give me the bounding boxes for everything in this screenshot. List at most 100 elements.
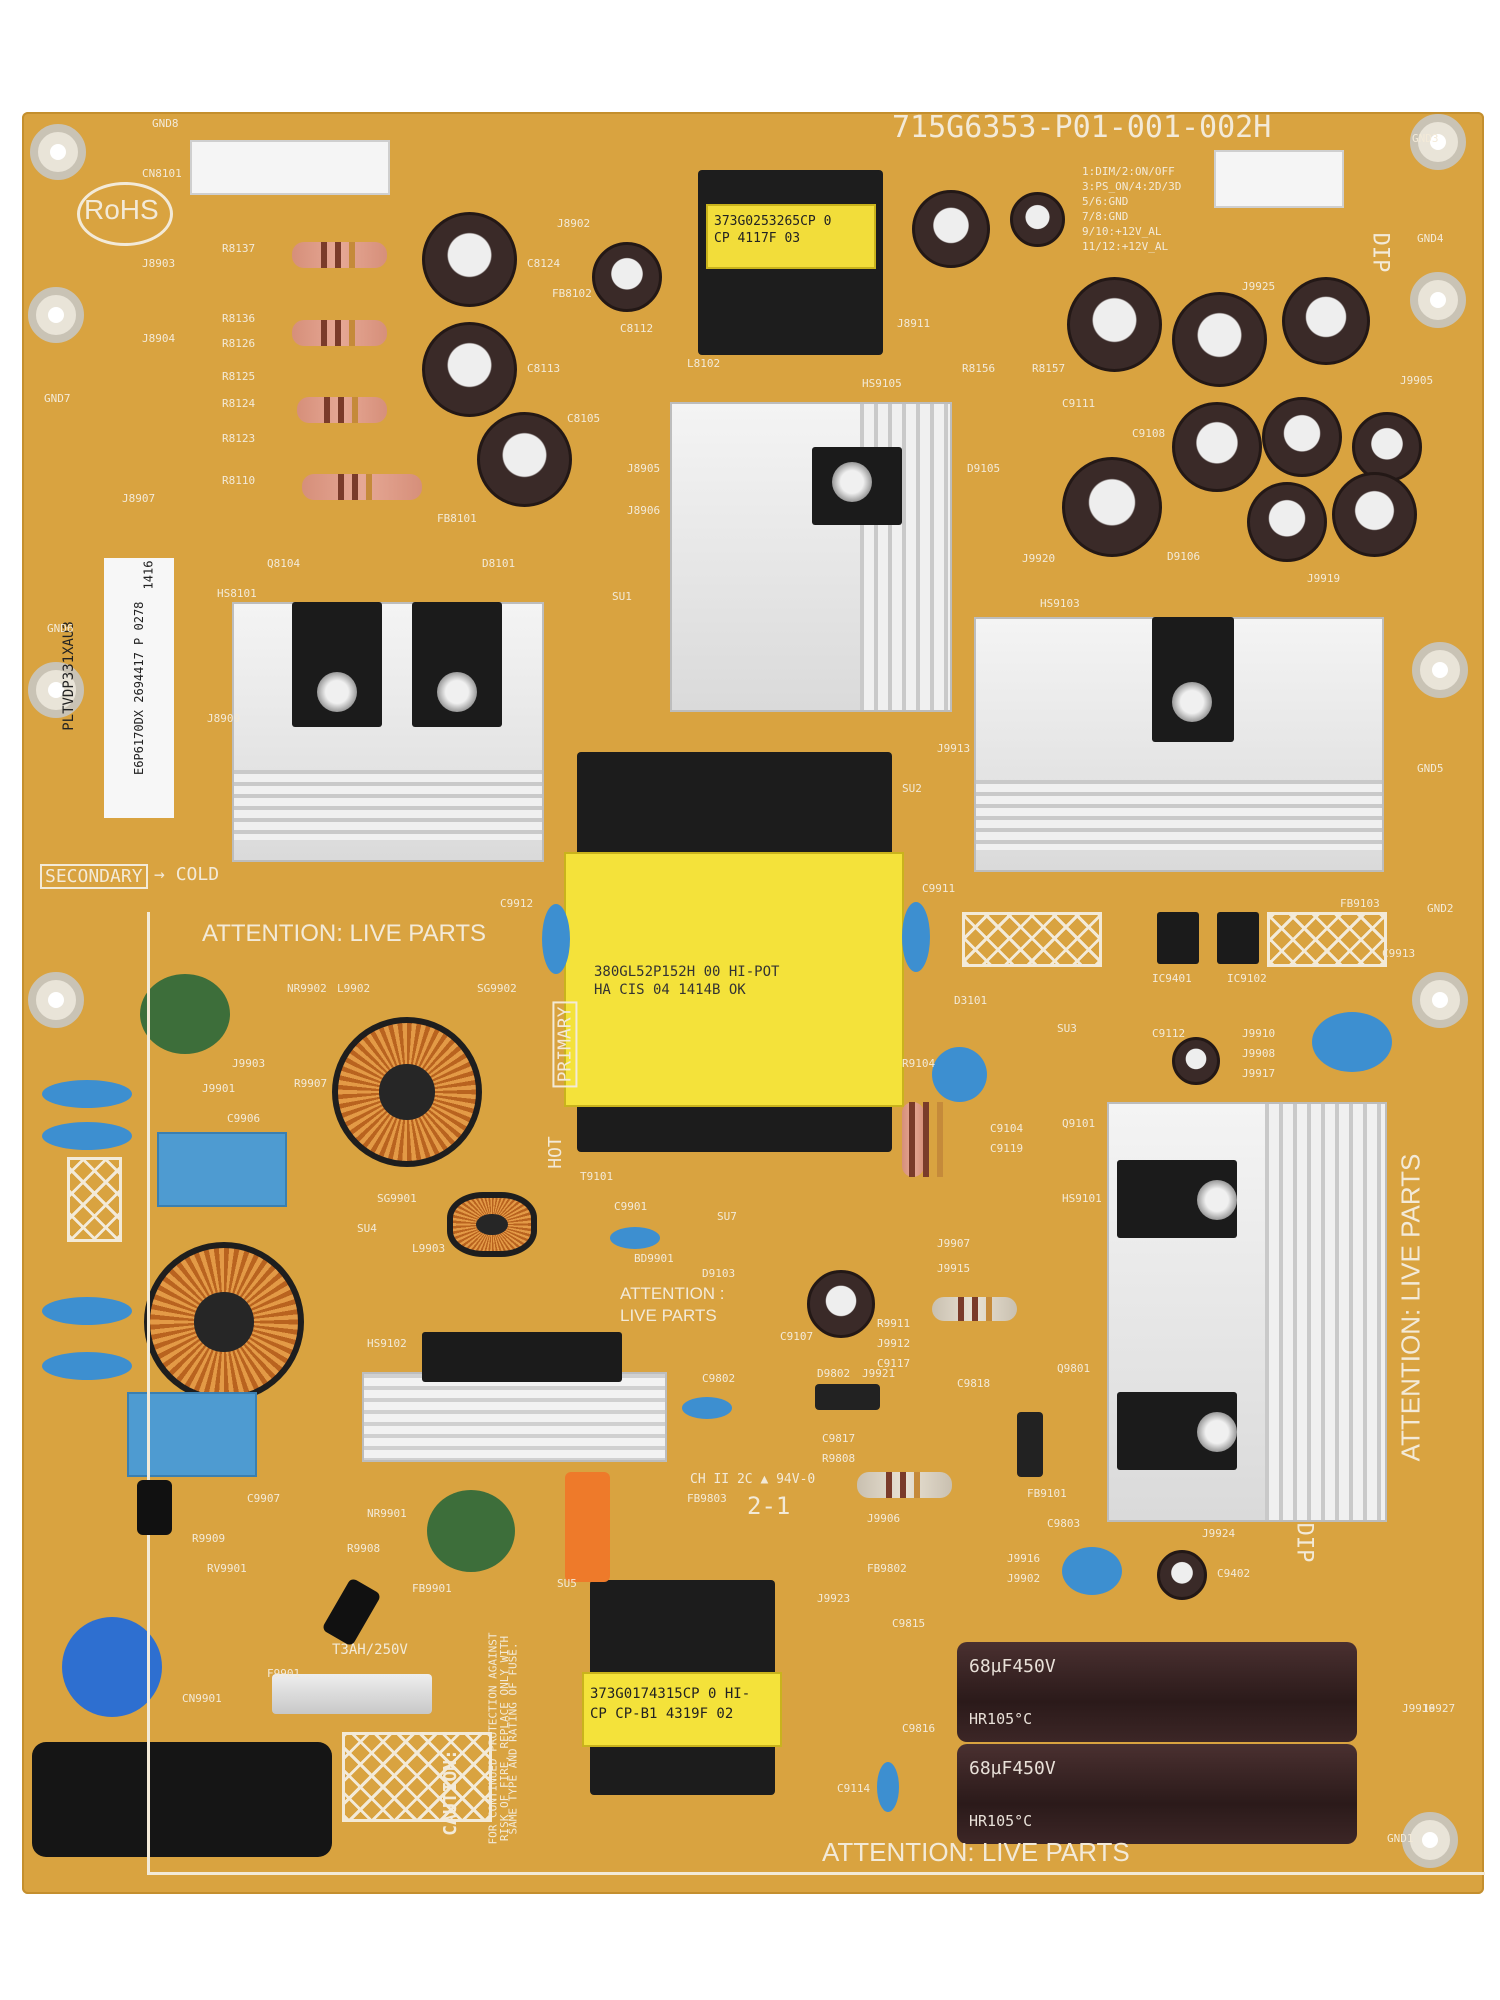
y-capacitor xyxy=(42,1297,132,1325)
caution-title: CAUTION: xyxy=(439,1749,461,1836)
ref-designator: Q9101 xyxy=(1062,1117,1096,1130)
film-capacitor xyxy=(565,1472,610,1582)
legend-line: 1:DIM/2:ON/OFF xyxy=(1082,165,1175,178)
ref-designator: C9402 xyxy=(1217,1567,1251,1580)
screw xyxy=(1197,1412,1237,1452)
ref-designator: C9818 xyxy=(957,1377,991,1390)
transformer-top-label: 373G0253265CP 0 CP 4117F 03 xyxy=(706,204,876,269)
fuse-f9901 xyxy=(272,1674,432,1714)
hatch-area xyxy=(1267,912,1387,967)
transformer-bottom-line2: CP CP-B1 4319F 02 xyxy=(590,1706,734,1722)
rohs-mark xyxy=(77,182,173,246)
ref-designator: J8903 xyxy=(142,257,176,270)
y-capacitor xyxy=(42,1080,132,1108)
ref-designator: HS9103 xyxy=(1040,597,1080,610)
part-number: 715G6353-P01-001-002H xyxy=(892,110,1272,145)
caution-block: CAUTION: FOR CONTINUED PROTECTION AGAINS… xyxy=(440,1632,577,1852)
ref-designator: R9911 xyxy=(877,1317,911,1330)
ref-designator: FB8102 xyxy=(552,287,592,300)
capacitor-c9114 xyxy=(877,1762,899,1812)
legend-line: 5/6:GND xyxy=(1082,195,1129,208)
fuse-holder-black xyxy=(137,1480,172,1535)
ref-designator: L8102 xyxy=(687,357,721,370)
mounting-hole xyxy=(30,124,86,180)
capacitor-c9111a xyxy=(912,190,990,268)
ref-designator: R9104 xyxy=(902,1057,936,1070)
ref-designator: J9919 xyxy=(1307,572,1341,585)
ref-designator: GND6 xyxy=(47,622,74,635)
ref-designator: C9913 xyxy=(1382,947,1416,960)
ref-designator: R8136 xyxy=(222,312,256,325)
hatch-area xyxy=(67,1157,122,1242)
ref-designator: D8101 xyxy=(482,557,516,570)
diode-d9802 xyxy=(815,1384,880,1410)
mounting-hole xyxy=(1412,642,1468,698)
attention-live-parts-top: ATTENTION: LIVE PARTS xyxy=(202,920,487,947)
ref-designator: R8125 xyxy=(222,370,256,383)
ref-designator: J9925 xyxy=(1242,280,1276,293)
resistor-r8110 xyxy=(302,474,422,500)
screw xyxy=(437,672,477,712)
ref-designator: D3101 xyxy=(954,994,988,1007)
ref-designator: C9817 xyxy=(822,1432,856,1445)
ref-designator: SU1 xyxy=(612,590,632,603)
sticker-text: E6P6170DX 2694417 P 0278 xyxy=(132,601,146,775)
resistor-r8137 xyxy=(292,242,387,268)
capacitor-c9108b xyxy=(1282,277,1370,365)
ref-designator: C9111 xyxy=(1062,397,1096,410)
thermistor-nr9902 xyxy=(140,974,230,1054)
ref-designator: FB9101 xyxy=(1027,1487,1067,1500)
ref-designator: J9924 xyxy=(1202,1527,1236,1540)
screw xyxy=(1197,1180,1237,1220)
ref-designator: R9907 xyxy=(294,1077,328,1090)
ref-designator: C9803 xyxy=(1047,1517,1081,1530)
connector-cn8101 xyxy=(190,140,390,195)
ref-designator: F9901 xyxy=(267,1667,301,1680)
capacitor-c8105 xyxy=(477,412,572,507)
ref-designator: HS9105 xyxy=(862,377,902,390)
ref-designator: SU5 xyxy=(557,1577,577,1590)
ref-designator: C9901 xyxy=(614,1200,648,1213)
varistor-rv9901 xyxy=(62,1617,162,1717)
ref-designator: HS9101 xyxy=(1062,1192,1102,1205)
rohs-text: RoHS xyxy=(84,194,159,225)
legend-line: 11/12:+12V_AL xyxy=(1082,240,1169,253)
secondary-label: SECONDARY xyxy=(40,864,148,889)
capacitor-c9112 xyxy=(1172,1037,1220,1085)
mounting-hole xyxy=(28,287,84,343)
ref-designator: J9916 xyxy=(1402,1702,1436,1715)
y-capacitor xyxy=(42,1352,132,1380)
ref-designator: SU2 xyxy=(902,782,922,795)
ref-designator: J9906 xyxy=(867,1512,901,1525)
ref-designator: J9913 xyxy=(937,742,971,755)
ref-designator: FB9901 xyxy=(412,1582,452,1595)
ref-designator: J9902 xyxy=(1007,1572,1041,1585)
legend-line: 3:PS_ON/4:2D/3D xyxy=(1082,180,1182,193)
attention-live-parts-vertical: ATTENTION: LIVE PARTS xyxy=(1395,1153,1426,1462)
capacitor-c9108 xyxy=(1172,402,1262,492)
ref-designator: SU7 xyxy=(717,1210,737,1223)
screw xyxy=(317,672,357,712)
ref-designator: C9119 xyxy=(990,1142,1024,1155)
ref-designator: FB9802 xyxy=(867,1562,907,1575)
mounting-hole xyxy=(1402,1812,1458,1868)
choke-l9902 xyxy=(332,1017,482,1167)
attention-short-1: ATTENTION : xyxy=(620,1284,725,1303)
x-capacitor-c9906 xyxy=(157,1132,287,1207)
bulk-cap-temp: HR105°C xyxy=(969,1812,1033,1830)
ref-designator: RV9901 xyxy=(207,1562,247,1575)
resistor-r8124 xyxy=(297,397,387,423)
ref-designator: J9917 xyxy=(1242,1067,1276,1080)
ref-designator: GND1 xyxy=(1387,1832,1414,1845)
ref-designator: J9910 xyxy=(1242,1027,1276,1040)
bulk-capacitor-c9816: 68µF450V HR105°C xyxy=(957,1744,1357,1844)
optocoupler-ic9401 xyxy=(1157,912,1199,964)
ref-designator: J8904 xyxy=(142,332,176,345)
capacitor-c9111 xyxy=(1067,277,1162,372)
ref-designator: IC9102 xyxy=(1227,972,1267,985)
capacitor-c9108c xyxy=(1262,397,1342,477)
hatch-area xyxy=(962,912,1102,967)
capacitor-c9912 xyxy=(542,904,570,974)
resistor-r8136 xyxy=(292,320,387,346)
ref-designator: R8123 xyxy=(222,432,256,445)
